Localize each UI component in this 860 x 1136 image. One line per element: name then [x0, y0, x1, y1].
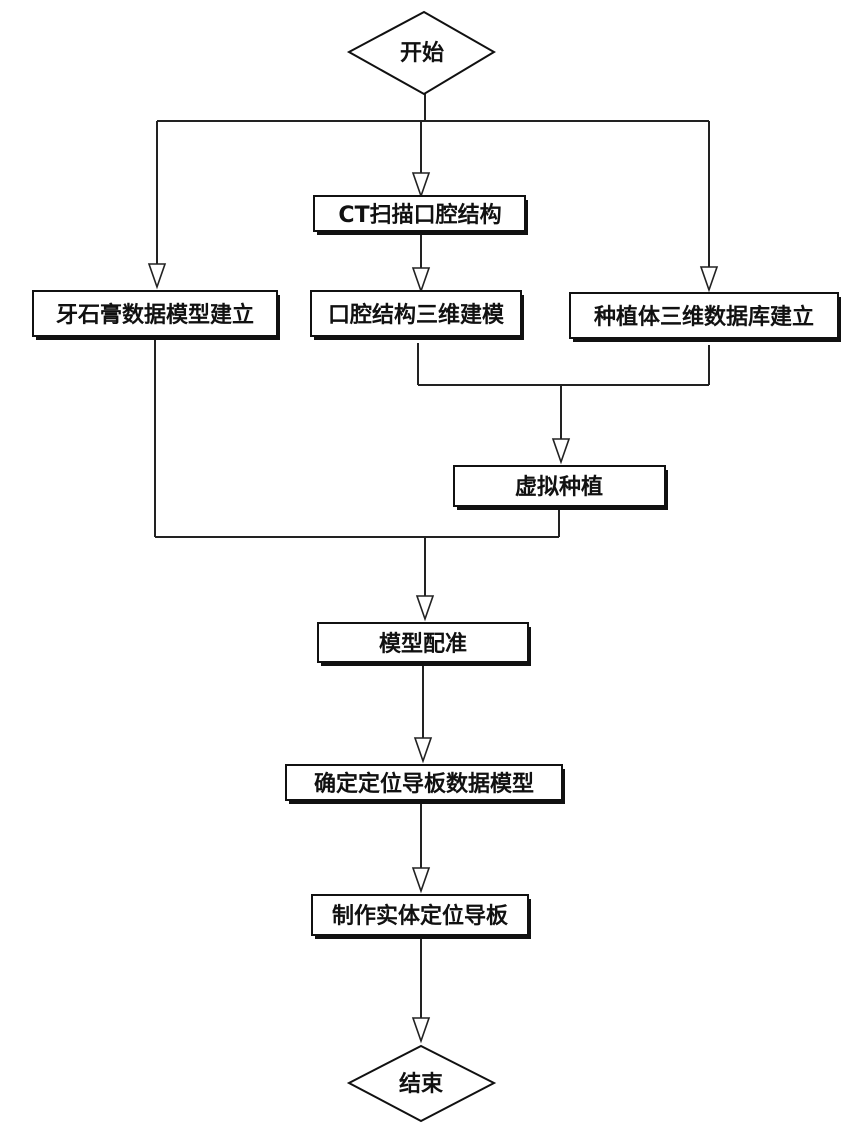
arrowhead-oral-3d: [411, 267, 431, 294]
ct-scan-label: CT扫描口腔结构: [338, 202, 501, 228]
arrowhead-make-guide: [411, 867, 431, 894]
node-registration: 模型配准: [317, 622, 531, 666]
virtual-implant-label: 虚拟种植: [515, 474, 603, 500]
registration-label: 模型配准: [379, 632, 467, 657]
implant-db-label: 种植体三维数据库建立: [594, 304, 814, 330]
oral-3d-label: 口腔结构三维建模: [328, 302, 505, 328]
arrowhead-implant-db: [699, 266, 719, 293]
node-plaster-model: 牙石膏数据模型建立: [32, 290, 280, 340]
node-virtual-implant: 虚拟种植: [453, 465, 668, 510]
start-diamond: [346, 10, 496, 96]
node-implant-db: 种植体三维数据库建立: [569, 292, 841, 342]
ct-scan-box: [313, 195, 526, 232]
arrowhead-registration: [415, 595, 435, 622]
node-end: 结束: [346, 1044, 497, 1123]
registration-box: [317, 622, 529, 663]
node-make-guide: 制作实体定位导板: [311, 894, 531, 939]
arrowheads: [147, 172, 719, 1044]
node-start: 开始: [346, 10, 496, 96]
arrowhead-guide-model: [413, 737, 433, 764]
end-label: 结束: [399, 1071, 444, 1097]
arrowhead-ct-scan: [411, 172, 431, 199]
start-label: 开始: [400, 40, 444, 66]
guide-model-label: 确定定位导板数据模型: [314, 771, 534, 797]
oral-3d-box: [310, 290, 522, 337]
arrowhead-plaster-model: [147, 263, 167, 290]
node-guide-model: 确定定位导板数据模型: [285, 764, 565, 804]
implant-db-box: [569, 292, 839, 339]
node-oral-3d: 口腔结构三维建模: [310, 290, 524, 340]
make-guide-label: 制作实体定位导板: [332, 903, 509, 929]
arrowhead-virtual-implant: [551, 438, 571, 465]
guide-model-box: [285, 764, 563, 801]
node-ct-scan: CT扫描口腔结构: [313, 195, 528, 235]
arrowhead-end: [411, 1017, 431, 1044]
make-guide-box: [311, 894, 529, 936]
plaster-model-box: [32, 290, 278, 337]
end-diamond: [346, 1044, 497, 1123]
plaster-model-label: 牙石膏数据模型建立: [56, 302, 254, 328]
virtual-implant-box: [453, 465, 666, 507]
